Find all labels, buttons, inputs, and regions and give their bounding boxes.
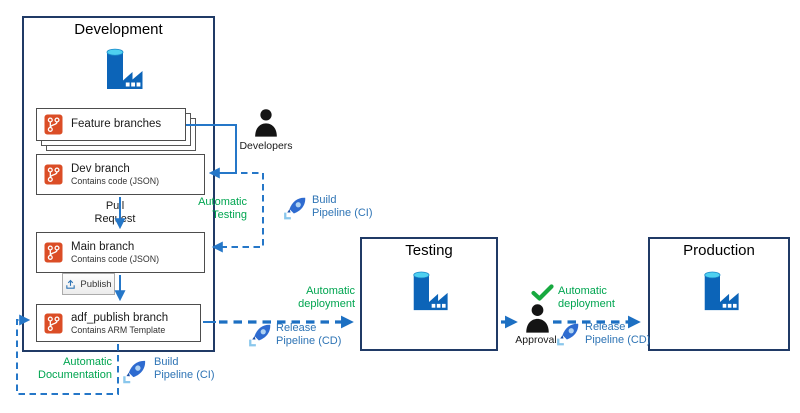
main-branch-label: Main branch (71, 241, 135, 253)
git-branch-icon (44, 313, 63, 333)
approval-label: Approval (515, 334, 557, 346)
developers-person-icon (255, 109, 277, 137)
adf-publish-branch-sublabel: Contains ARM Template (71, 324, 166, 335)
pull-request-label: Pull Request (94, 200, 136, 225)
build-pipeline-rocket-icon (123, 360, 146, 384)
automatic-documentation-label: Automatic Documentation (38, 356, 112, 381)
release-pipeline-cd-testing-label: Release Pipeline (CD) (276, 322, 342, 347)
adf-publish-branch-label: adf_publish branch (71, 311, 169, 324)
build-pipeline-ci-top-label: Build Pipeline (CI) (312, 194, 373, 219)
git-branch-icon (44, 164, 63, 185)
feature-branches-label: Feature branches (71, 118, 162, 130)
testing-title: Testing (405, 242, 453, 259)
release-pipeline-cd-production-label: Release Pipeline (CD) (585, 321, 651, 346)
data-factory-icon-testing (413, 271, 448, 311)
automatic-testing-label: Automatic Testing (198, 196, 247, 221)
production-title: Production (683, 242, 755, 259)
dev-branch-label: Dev branch (71, 163, 130, 175)
production-box: Production (648, 237, 790, 351)
approval-check-icon (531, 284, 554, 301)
publish-button: Publish (62, 273, 115, 295)
data-factory-icon-development (106, 48, 143, 89)
main-branch-box: Main branch Contains code (JSON) (36, 232, 205, 273)
dev-branch-sublabel: Contains code (JSON) (71, 176, 160, 186)
build-pipeline-rocket-icon (284, 197, 306, 220)
adf-publish-branch-box: adf_publish branch Contains ARM Template (36, 304, 201, 342)
release-pipeline-rocket-icon (249, 324, 271, 347)
build-pipeline-ci-bottom-label: Build Pipeline (CI) (154, 356, 215, 381)
dev-branch-box: Dev branch Contains code (JSON) (36, 154, 205, 195)
git-branch-icon (44, 242, 63, 263)
feature-branches-box: Feature branches (36, 108, 186, 141)
data-factory-icon-production (704, 271, 739, 311)
automatic-deployment-testing-label: Automatic deployment (298, 285, 355, 310)
release-pipeline-rocket-icon (557, 323, 579, 346)
developers-label: Developers (239, 140, 293, 152)
git-branch-icon (44, 114, 63, 135)
approval-person-icon (526, 304, 549, 333)
publish-upload-icon (66, 279, 76, 289)
testing-box: Testing (360, 237, 498, 351)
development-title: Development (74, 21, 163, 38)
publish-button-label: Publish (80, 278, 112, 290)
automatic-deployment-production-label: Automatic deployment (558, 285, 615, 310)
main-branch-sublabel: Contains code (JSON) (71, 254, 160, 264)
